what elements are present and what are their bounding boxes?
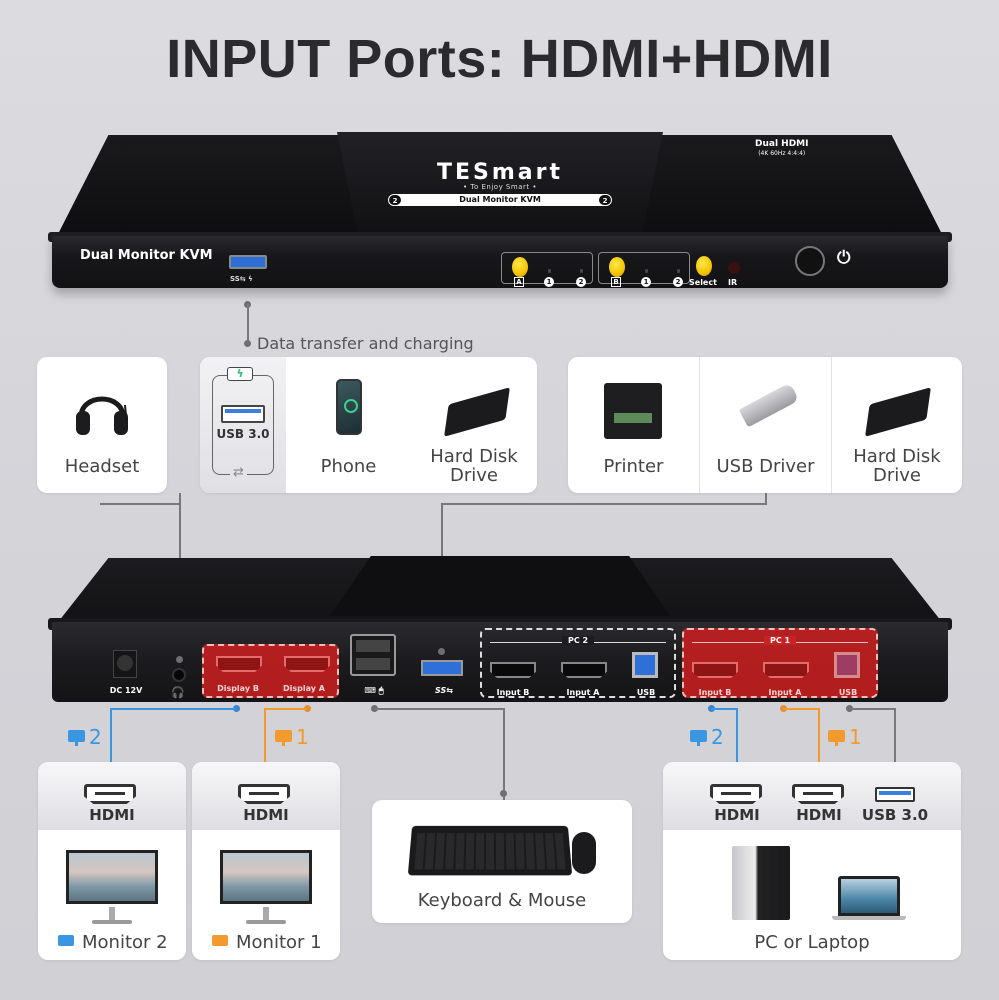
usb-driver-item: USB Driver (700, 357, 831, 493)
monitor1-connector (265, 708, 307, 710)
spec-label: Dual HDMI (4K 60Hz 4:4:4) (755, 139, 809, 158)
usb-3-panel: ϟ USB 3.0 ⇄ (200, 357, 286, 493)
led-a1 (548, 269, 551, 273)
data-sync-icon: ⇄ (230, 465, 247, 480)
printer-icon (604, 383, 662, 439)
monitor1-tag: 1 (275, 727, 309, 747)
monitor-icon (212, 935, 228, 946)
pc-usb-connector (849, 708, 895, 710)
page-title: INPUT Ports: HDMI+HDMI (166, 29, 833, 89)
pc2-input-b-port (490, 662, 536, 678)
monitor2-connector (111, 708, 236, 710)
display-b-port (216, 656, 262, 672)
battery-charging-icon: ϟ (227, 367, 253, 381)
keyboard-connector (374, 708, 504, 710)
hdmi-icon (84, 784, 136, 804)
printer-item: Printer (568, 357, 699, 493)
hard-disk-icon (444, 387, 510, 437)
monitor-icon (828, 730, 845, 746)
monitor-icon (275, 730, 292, 746)
rear-usb3-port (421, 660, 463, 676)
monitor-b-group: B 1 2 (598, 252, 690, 287)
monitor-image (220, 850, 312, 904)
laptop-image (838, 876, 900, 916)
headset-icon (76, 396, 129, 435)
headset-label: Headset (64, 456, 140, 477)
device-rear-raised (330, 556, 670, 616)
device-raised-panel (337, 132, 663, 244)
rear-usb-devices-card: Printer USB Driver Hard Disk Drive (568, 357, 962, 493)
dc-power-jack (113, 650, 137, 678)
power-icon: ⏻ (837, 248, 851, 268)
display-a-port (284, 656, 330, 672)
phone-item: Phone (286, 357, 411, 493)
rear-usb-connector-hline (441, 503, 766, 505)
pc1-input-a-port (763, 662, 809, 678)
pc-monitor2-tag: 2 (690, 727, 724, 747)
monitor-image (66, 850, 158, 904)
led-b2 (677, 269, 680, 273)
pc2-input-zone: PC 2 Input B Input A USB (480, 628, 676, 698)
model-pill: 2 Dual Monitor KVM 2 (388, 194, 612, 206)
pc-hdmi2-connector (711, 708, 737, 710)
phone-icon (336, 379, 362, 435)
led-a2 (580, 269, 583, 273)
usb-ss-icon: SS⇆ ϟ (230, 275, 253, 283)
keyboard-mouse-icons: ⌨ 🖱 (364, 686, 384, 695)
hdd-item-2: Hard Disk Drive (832, 357, 962, 493)
monitor-a-group: A 1 2 (501, 252, 593, 287)
pc1-input-zone: PC 1 Input B Input A USB (682, 628, 878, 698)
brand-logo: TESmart • To Enjoy Smart • 2 Dual Monito… (385, 160, 615, 206)
connector-line (247, 304, 249, 344)
front-usb-devices-card: ϟ USB 3.0 ⇄ Phone Hard Disk Drive (200, 357, 537, 493)
keyboard-image (407, 825, 573, 876)
data-transfer-note: Data transfer and charging (257, 334, 474, 353)
power-button[interactable] (795, 246, 825, 276)
hdmi-icon (238, 784, 290, 804)
ir-sensor (728, 262, 740, 274)
hard-disk-icon (865, 387, 931, 437)
select-button[interactable] (696, 256, 712, 276)
headset-card: Headset (37, 357, 167, 493)
front-usb-port (229, 255, 267, 269)
display-output-zone: Display B Display A (202, 644, 339, 698)
pc1-usb-port (834, 652, 860, 678)
monitor1-card: HDMI Monitor 1 (192, 762, 340, 960)
audio-jack (172, 668, 186, 682)
monitor-icon (58, 935, 74, 946)
monitor-b-button[interactable] (609, 257, 625, 277)
pc-monitor1-tag: 1 (828, 727, 862, 747)
monitor2-tag: 2 (68, 727, 102, 747)
led-b1 (645, 269, 648, 273)
usb-port-icon (875, 787, 915, 802)
pc-laptop-card: HDMI HDMI USB 3.0 PC or Laptop (663, 762, 961, 960)
pc-laptop-label: PC or Laptop (754, 932, 870, 953)
hdmi-icon (710, 784, 762, 804)
connector-dot (244, 340, 251, 347)
monitor-a-button[interactable] (512, 257, 528, 277)
monitor-icon (690, 730, 707, 746)
pc2-input-a-port (561, 662, 607, 678)
pc-tower-image (732, 846, 790, 920)
kbm-usb-ports (350, 634, 396, 676)
pc2-usb-port (632, 652, 658, 678)
pc-hdmi1-connector (783, 708, 819, 710)
monitor2-card: HDMI Monitor 2 (38, 762, 186, 960)
mouse-image (572, 832, 596, 874)
keyboard-mouse-label: Keyboard & Mouse (417, 890, 587, 911)
usb-stick-icon (738, 382, 800, 428)
front-model-label: Dual Monitor KVM (80, 248, 213, 263)
pc1-input-b-port (692, 662, 738, 678)
hdmi-icon (792, 784, 844, 804)
headphone-icon: 🎧 (171, 686, 185, 699)
usb-port-icon (221, 405, 265, 423)
monitor-icon (68, 730, 85, 746)
hdd-item: Hard Disk Drive (411, 357, 537, 493)
headset-connector-hline (100, 503, 180, 505)
